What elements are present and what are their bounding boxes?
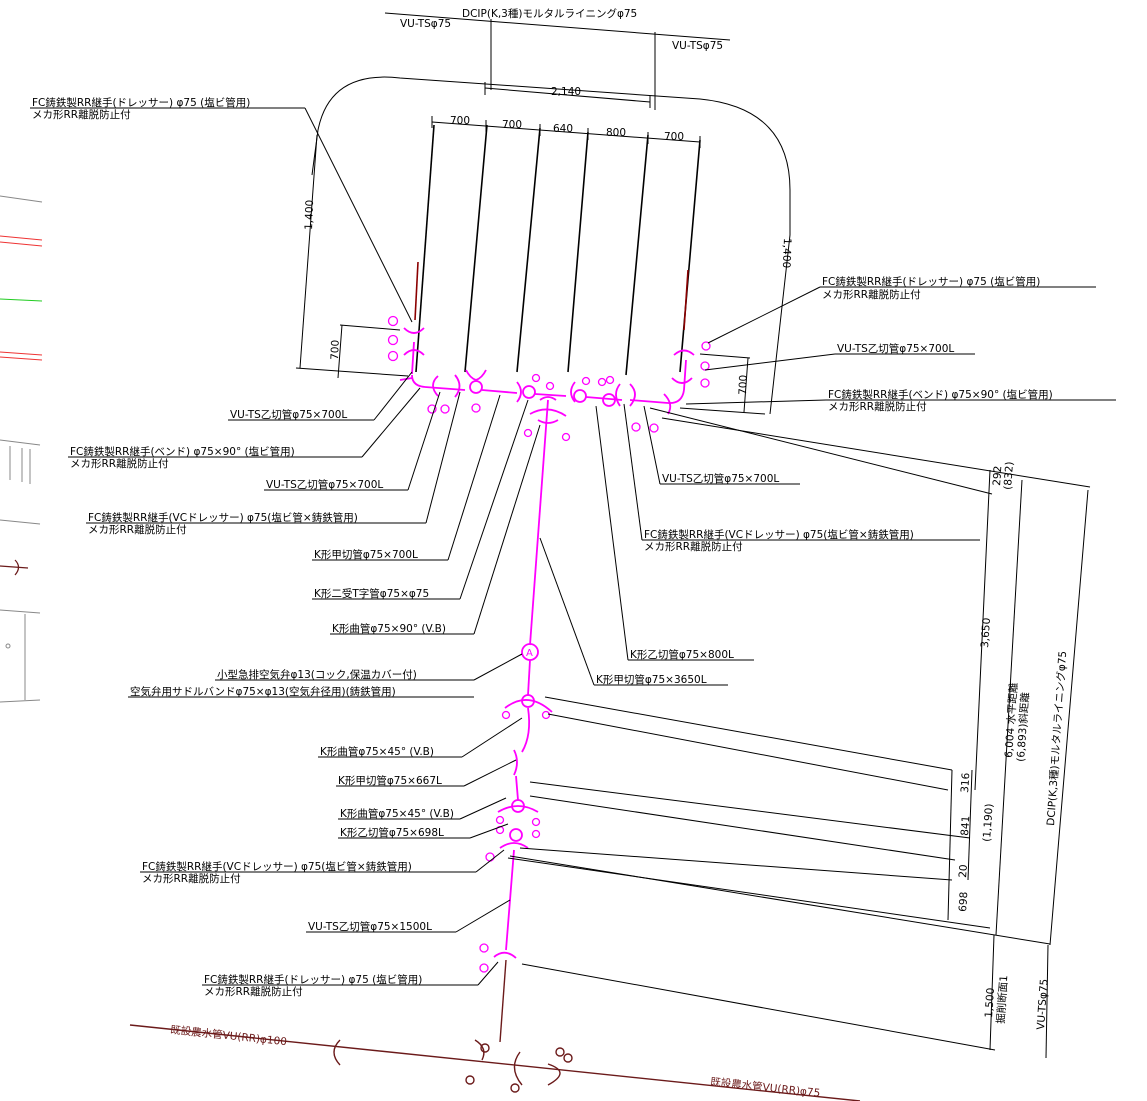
top-pipe-label: DCIP(K,3種)モルタルライニングφ75 [462, 7, 637, 20]
callout-label: K形二受T字管φ75×φ75 [314, 587, 429, 600]
callout-label: VU-TS乙切管φ75×700L [837, 342, 954, 355]
svg-text:841: 841 [959, 815, 972, 836]
callout-label: FC鋳鉄製RR継手(VCドレッサー) φ75(塩ビ管×鋳鉄管用) [644, 528, 914, 541]
existing-pipes: 既設農水管VU(RR)φ100 既設農水管VU(RR)φ75 [129, 1023, 861, 1101]
svg-text:20: 20 [957, 864, 970, 878]
callout-label: VU-TS乙切管φ75×700L [266, 478, 383, 491]
svg-text:1,400: 1,400 [780, 238, 793, 268]
callout-label: 小型急排空気弁φ13(コック,保温カバー付) [217, 668, 417, 681]
callout-label: K形甲切管φ75×3650L [596, 673, 707, 686]
svg-text:メカ形RR離脱防止付: メカ形RR離脱防止付 [88, 523, 187, 536]
svg-text:(6,893)斜距離: (6,893)斜距離 [1014, 691, 1032, 762]
trench-pipe-lines [414, 124, 701, 376]
existing-pipe-75-label: 既設農水管VU(RR)φ75 [710, 1075, 821, 1099]
callout-label: VU-TS乙切管φ75×700L [230, 408, 347, 421]
callout-label: K形乙切管φ75×800L [630, 648, 734, 661]
svg-text:800: 800 [606, 127, 626, 139]
svg-text:1,500: 1,500 [983, 987, 997, 1018]
callout-label: K形甲切管φ75×667L [338, 774, 442, 787]
svg-text:1,400: 1,400 [303, 200, 316, 230]
callout-label: 空気弁用サドルバンドφ75×φ13(空気弁径用)(鋳鉄管用) [130, 685, 396, 698]
callout-label: K形曲管φ75×45° (V.B) [320, 745, 434, 758]
svg-text:700: 700 [664, 131, 684, 143]
svg-text:メカ形RR離脱防止付: メカ形RR離脱防止付 [204, 985, 303, 998]
svg-text:メカ形RR離脱防止付: メカ形RR離脱防止付 [142, 872, 241, 885]
existing-pipe-100-label: 既設農水管VU(RR)φ100 [170, 1023, 288, 1048]
callout-label: K形乙切管φ75×698L [340, 826, 444, 839]
dimension-right-chain: 292 (832) 3,650 6,004 水平距離 (6,893)斜距離 31… [507, 407, 1091, 1059]
callout-label: K形甲切管φ75×700L [314, 548, 418, 561]
svg-text:640: 640 [553, 123, 573, 135]
pipe-main-vertical: A [479, 399, 553, 1043]
svg-text:700: 700 [502, 119, 522, 131]
svg-text:700: 700 [329, 340, 342, 360]
svg-text:700: 700 [737, 375, 750, 395]
trench-outline [317, 76, 791, 235]
svg-text:メカ形RR離脱防止付: メカ形RR離脱防止付 [822, 288, 921, 301]
svg-text:292: 292 [991, 465, 1004, 486]
callout-label: FC鋳鉄製RR継手(ベンド) φ75×90° (塩ビ管用) [828, 388, 1053, 401]
svg-text:DCIP(K,3種)モルタルライニングφ75: DCIP(K,3種)モルタルライニングφ75 [1044, 650, 1069, 826]
dimension-left: 1,400 700 [295, 134, 409, 379]
svg-text:3,650: 3,650 [979, 617, 993, 648]
callout-label: VU-TS乙切管φ75×700L [662, 472, 779, 485]
callout-label: FC鋳鉄製RR継手(VCドレッサー) φ75(塩ビ管×鋳鉄管用) [88, 511, 358, 524]
top-header: DCIP(K,3種)モルタルライニングφ75 VU-TSφ75 VU-TSφ75 [384, 7, 731, 110]
svg-text:2,140: 2,140 [551, 86, 581, 98]
callout-label: FC鋳鉄製RR継手(VCドレッサー) φ75(塩ビ管×鋳鉄管用) [142, 860, 412, 873]
svg-text:メカ形RR離脱防止付: メカ形RR離脱防止付 [70, 457, 169, 470]
callout-label: VU-TS乙切管φ75×1500L [308, 920, 432, 933]
svg-text:698: 698 [957, 891, 970, 912]
svg-text:掘削断面1: 掘削断面1 [994, 975, 1010, 1024]
callout-label: FC鋳鉄製RR継手(ベンド) φ75×90° (塩ビ管用) [70, 445, 295, 458]
svg-text:(832): (832) [1002, 461, 1016, 490]
svg-text:(1,190): (1,190) [981, 803, 996, 842]
callout-label: FC鋳鉄製RR継手(ドレッサー) φ75 (塩ビ管用) [822, 275, 1040, 288]
callout-label: FC鋳鉄製RR継手(ドレッサー) φ75 (塩ビ管用) [32, 96, 250, 109]
pipe-fittings-top [387, 315, 711, 442]
callout-label: K形曲管φ75×45° (V.B) [340, 807, 454, 820]
svg-text:メカ形RR離脱防止付: メカ形RR離脱防止付 [828, 400, 927, 413]
svg-text:メカ形RR離脱防止付: メカ形RR離脱防止付 [644, 540, 743, 553]
air-valve-symbol: A [526, 648, 533, 659]
callouts: FC鋳鉄製RR継手(ドレッサー) φ75 (塩ビ管用) メカ形RR離脱防止付 F… [30, 96, 1116, 998]
dimension-right-top: 1,400 700 [679, 234, 793, 415]
dimension-segments: 700 700 640 800 700 [431, 115, 701, 148]
callout-label: K形曲管φ75×90° (V.B) [332, 622, 446, 635]
left-fragments [0, 195, 43, 703]
top-vu-right-label: VU-TSφ75 [672, 40, 723, 52]
svg-text:VU-TSφ75: VU-TSφ75 [1035, 978, 1051, 1030]
callout-label: FC鋳鉄製RR継手(ドレッサー) φ75 (塩ビ管用) [204, 973, 422, 986]
svg-text:700: 700 [450, 115, 470, 127]
svg-text:316: 316 [959, 772, 972, 793]
dimension-2140: 2,140 [484, 82, 651, 108]
svg-text:6,004 水平距離: 6,004 水平距離 [1002, 682, 1020, 759]
top-vu-left-label: VU-TSφ75 [400, 18, 451, 30]
svg-text:メカ形RR離脱防止付: メカ形RR離脱防止付 [32, 108, 131, 121]
